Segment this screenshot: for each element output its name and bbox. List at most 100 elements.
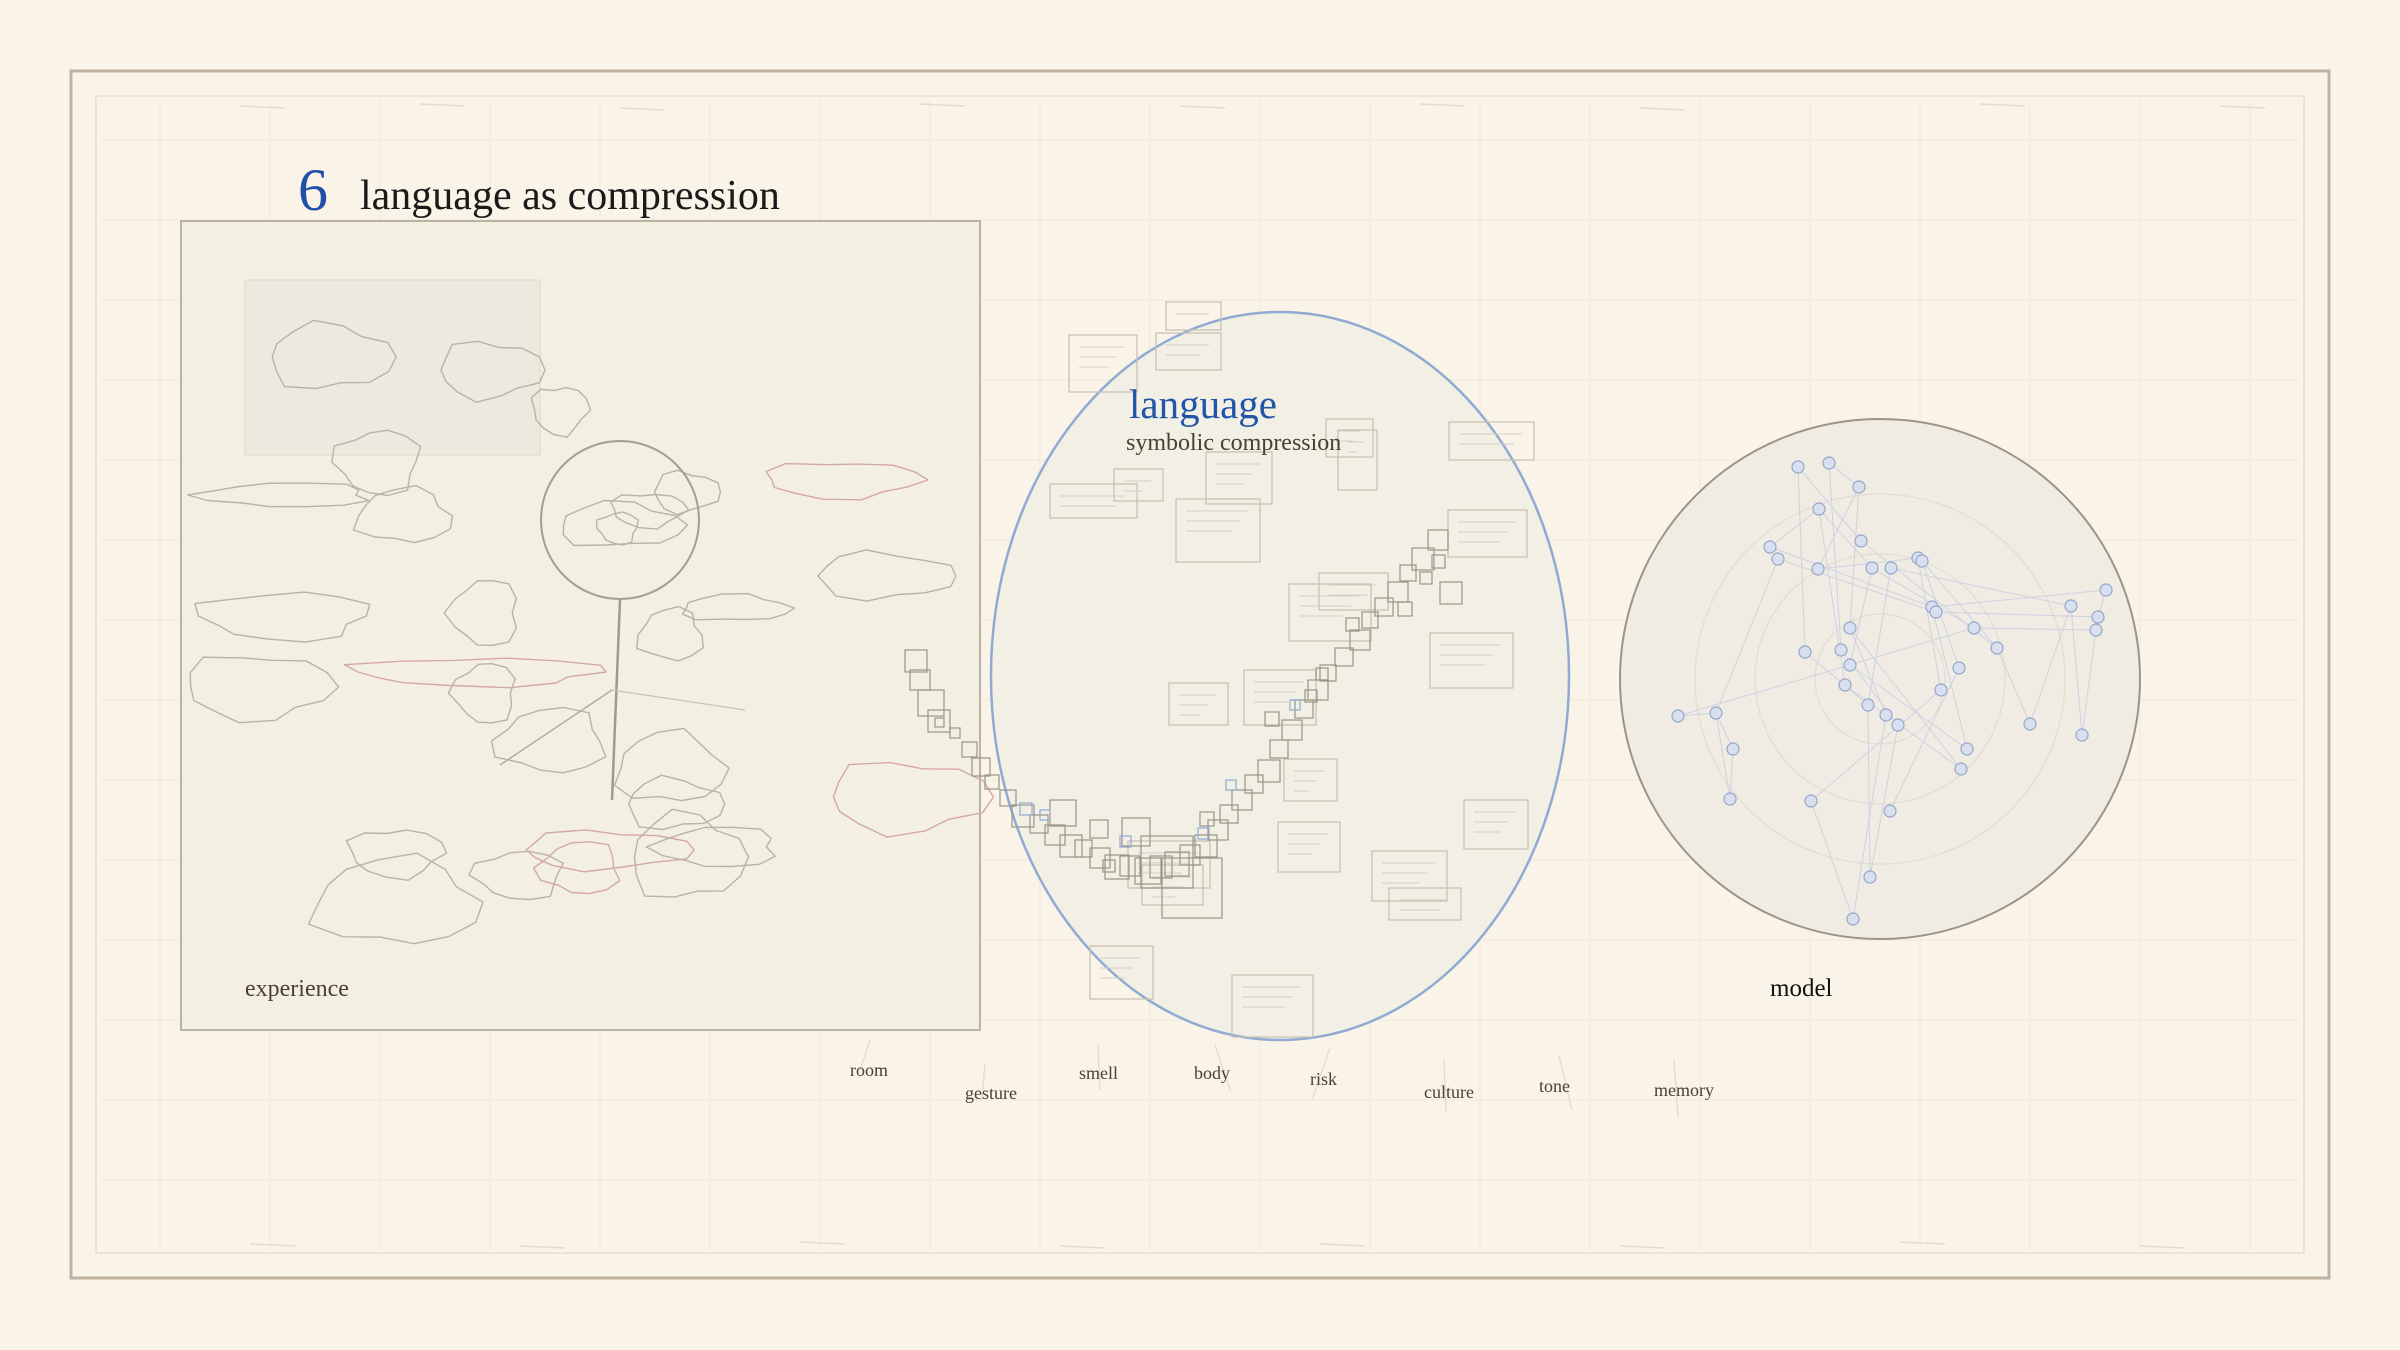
edge-mark [619, 107, 666, 111]
compression-square [1269, 739, 1289, 759]
compression-square [1304, 689, 1318, 703]
edge-mark [1979, 103, 2026, 107]
compression-square [1119, 855, 1141, 877]
model-network [1671, 456, 2113, 926]
compression-path [904, 529, 1463, 919]
network-edge [1869, 724, 1899, 878]
compression-square-blue [1039, 809, 1051, 821]
experience-inset-box [244, 279, 541, 456]
compression-square [949, 727, 961, 739]
compression-square [934, 717, 945, 728]
network-edge [1818, 508, 1873, 569]
compression-square [1431, 554, 1446, 569]
experience-blob [525, 829, 695, 873]
network-node [1804, 794, 1818, 808]
compression-square [1219, 804, 1239, 824]
network-node [1822, 456, 1836, 470]
compression-square [1179, 844, 1201, 866]
compression-square-blue [1197, 827, 1210, 840]
network-edge [1931, 589, 2107, 608]
network-node [1709, 706, 1723, 720]
network-node [1915, 554, 1929, 568]
experience-blob [194, 591, 371, 643]
network-node [1671, 709, 1685, 723]
experience-blob [562, 499, 689, 547]
edge-mark [1059, 1245, 1106, 1249]
compression-square [1244, 774, 1264, 794]
model-circle [1619, 418, 2141, 940]
model-ring [1814, 613, 1946, 745]
experience-blob [832, 761, 995, 838]
magnifier-branch [611, 689, 746, 711]
experience-blob [189, 656, 340, 724]
compression-square [1334, 647, 1354, 667]
compression-square [1104, 854, 1130, 880]
network-edge [1917, 557, 1942, 691]
experience-blob [271, 319, 397, 390]
magnifier-branch [499, 689, 613, 766]
inner-frame [95, 95, 2305, 1254]
compression-square [999, 789, 1017, 807]
network-edge [1935, 611, 2099, 618]
network-edge [1769, 508, 1820, 548]
network-node [1990, 641, 2004, 655]
network-edge [1715, 712, 1734, 750]
footer-tick [1311, 1047, 1331, 1101]
compression-square [1164, 851, 1190, 877]
experience-blob [628, 774, 726, 831]
compression-square [1281, 719, 1303, 741]
network-node [1954, 762, 1968, 776]
compression-square [984, 774, 1000, 790]
magnifier-lens [540, 440, 700, 600]
experience-blobs [187, 319, 995, 945]
network-node [1884, 561, 1898, 575]
edge-mark [1899, 1241, 1946, 1245]
network-node [1763, 540, 1777, 554]
network-node [1726, 742, 1740, 756]
text-card [1231, 974, 1314, 1038]
compression-square-blue [1119, 835, 1132, 848]
compression-square [917, 689, 945, 717]
network-node [1934, 683, 1948, 697]
experience-blob [343, 657, 607, 689]
network-node [1838, 678, 1852, 692]
edge-mark [419, 103, 466, 107]
network-edge [1867, 567, 1892, 706]
magnifier-stem [610, 599, 622, 801]
network-edge [1817, 486, 1860, 570]
footer-word: body [1194, 1063, 1230, 1083]
compression-square [971, 757, 991, 777]
compression-square [961, 741, 978, 758]
text-card [1113, 468, 1164, 502]
text-card [1243, 669, 1317, 726]
network-node [1798, 645, 1812, 659]
network-node [1861, 698, 1875, 712]
network-edge [1715, 712, 1731, 800]
network-edge [2070, 605, 2083, 736]
network-node [1843, 621, 1857, 635]
network-edge [1677, 627, 1975, 717]
footer-word: tone [1539, 1076, 1570, 1096]
experience-blob [352, 484, 454, 544]
network-node [1960, 742, 1974, 756]
footer-word: culture [1424, 1082, 1474, 1102]
network-node [1771, 552, 1785, 566]
model-ring [1694, 493, 2066, 865]
network-node [1929, 605, 1943, 619]
text-card [1168, 682, 1229, 726]
network-node [1846, 912, 1860, 926]
network-node [1854, 534, 1868, 548]
experience-blob [307, 852, 484, 945]
compression-square [1207, 819, 1229, 841]
text-card [1448, 421, 1535, 461]
experience-label: experience [245, 976, 349, 1002]
compression-square [1399, 564, 1417, 582]
experience-blob [636, 605, 704, 662]
text-card [1325, 418, 1374, 458]
compression-square [1374, 597, 1394, 617]
compression-square [1089, 819, 1109, 839]
network-node [2075, 728, 2089, 742]
text-card [1277, 821, 1341, 873]
experience-blob [447, 663, 516, 724]
